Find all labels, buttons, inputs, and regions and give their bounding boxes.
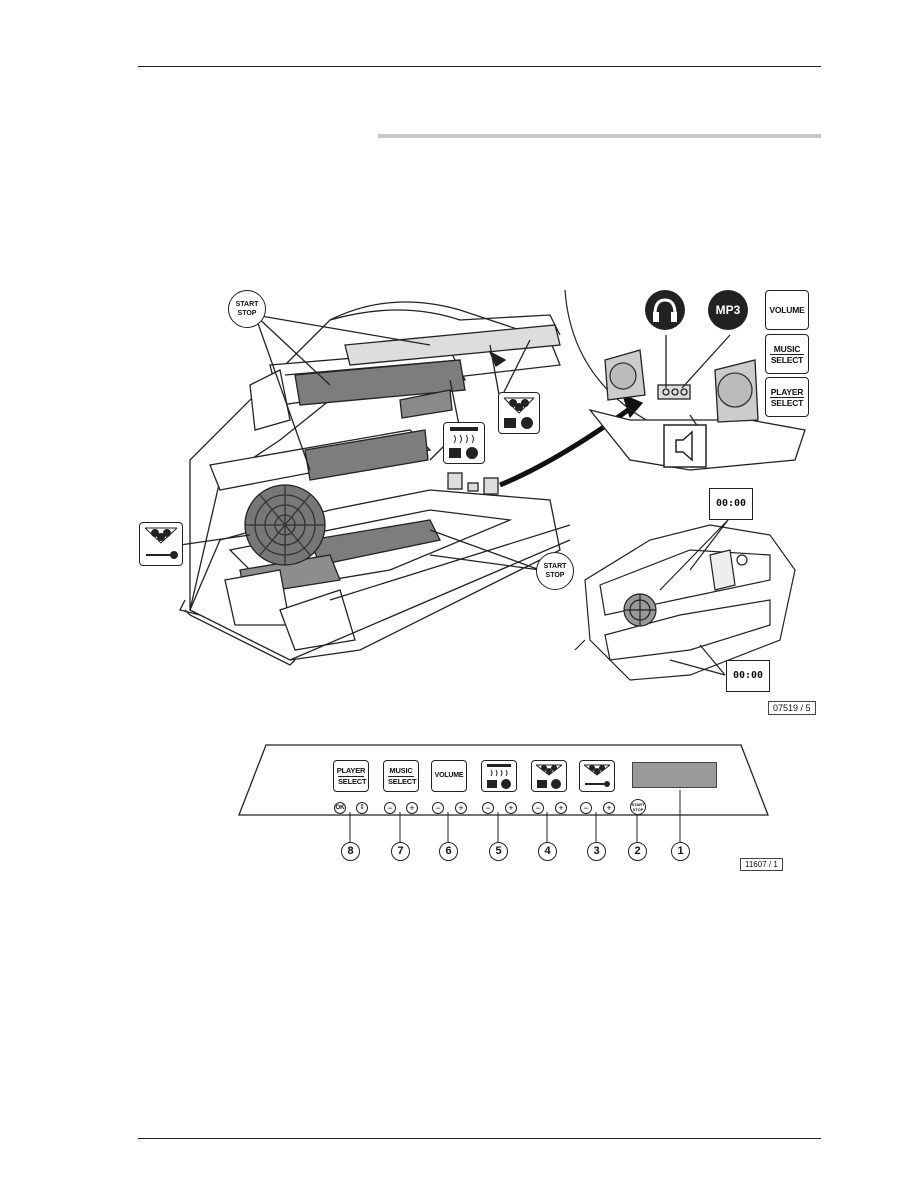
footer-rule [138,1138,821,1139]
music-minus-button[interactable]: − [384,802,396,814]
volume-badge: VOLUME [765,290,809,330]
face-fan-minus-button[interactable]: − [532,802,544,814]
callout-7: 7 [391,842,410,861]
mp3-badge: MP3 [708,290,748,330]
header-rule [138,66,821,67]
scroll-button[interactable]: ⇕ [356,802,368,814]
music-select-button[interactable]: MUSIC SELECT [383,760,419,792]
timer-display-top: 00:00 [709,488,753,520]
headphone-icon [645,290,685,330]
tanning-bed-illustration [179,289,806,681]
callout-8: 8 [341,842,360,861]
player-select-badge: PLAYER SELECT [765,377,809,417]
body-fan-button[interactable] [579,760,615,792]
body-fan-minus-button[interactable]: − [580,802,592,814]
timer-display-bottom: 00:00 [726,660,770,692]
volume-button[interactable]: VOLUME [431,760,467,792]
heater-icon [443,422,485,464]
face-fan-button[interactable] [531,760,567,792]
callout-2: 2 [628,842,647,861]
figure-reference-top: 07519 / 5 [768,701,816,715]
face-fan-icon [498,392,540,434]
figure-reference-panel: 11607 / 1 [740,858,783,871]
music-select-badge: MUSIC SELECT [765,334,809,374]
callout-6: 6 [439,842,458,861]
body-fan-plus-button[interactable]: + [603,802,615,814]
heater-button[interactable] [481,760,517,792]
callout-4: 4 [538,842,557,861]
callout-3: 3 [587,842,606,861]
callout-1: 1 [671,842,690,861]
heater-minus-button[interactable]: − [482,802,494,814]
callout-leaders [349,790,681,842]
display-panel [632,762,717,788]
music-plus-button[interactable]: + [406,802,418,814]
start-stop-callout-bottom: START STOP [536,552,574,590]
volume-plus-button[interactable]: + [455,802,467,814]
ok-button[interactable]: OK [334,802,346,814]
volume-minus-button[interactable]: − [432,802,444,814]
callout-5: 5 [489,842,508,861]
heater-plus-button[interactable]: + [505,802,517,814]
face-fan-plus-button[interactable]: + [555,802,567,814]
section-rule [378,134,821,138]
start-stop-callout-top: START STOP [228,290,266,328]
body-fan-icon [139,522,183,566]
player-select-button[interactable]: PLAYER SELECT [333,760,369,792]
